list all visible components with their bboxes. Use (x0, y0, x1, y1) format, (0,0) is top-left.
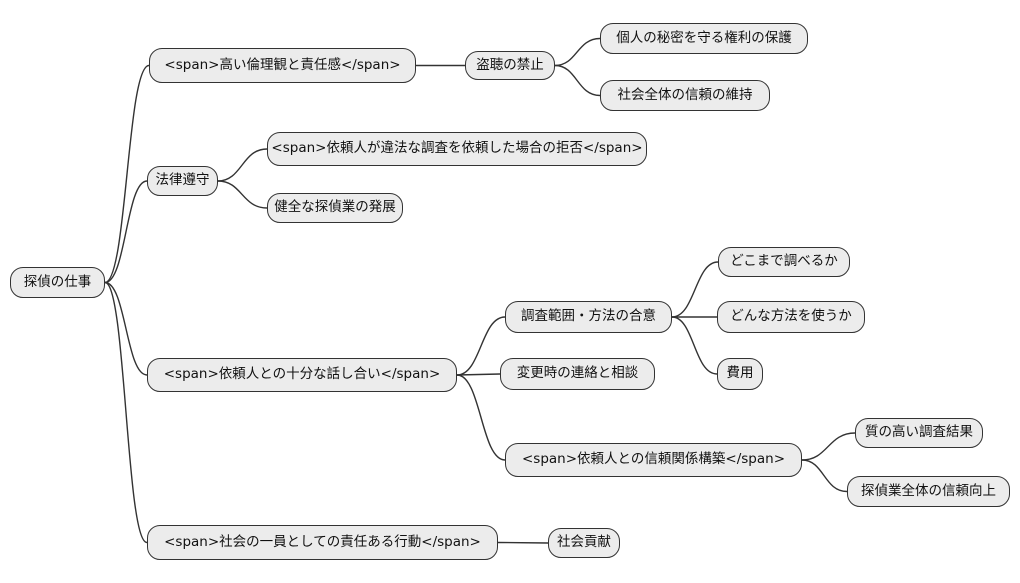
node-industry-trust: 探偵業全体の信頼向上 (847, 476, 1010, 507)
node-trust-building: <span>依頼人との信頼関係構築</span> (505, 443, 802, 477)
node-cost: 費用 (717, 358, 763, 390)
edge-wiretap-privacy (554, 37, 601, 67)
node-client-discussion: <span>依頼人との十分な話し合い</span> (147, 358, 457, 392)
node-privacy-rights: 個人の秘密を守る権利の保護 (600, 23, 808, 54)
node-social-contribution: 社会貢献 (548, 528, 620, 558)
edge-discussion-change (456, 373, 501, 376)
node-what-methods: どんな方法を使うか (717, 301, 865, 333)
node-change-consultation: 変更時の連絡と相談 (500, 358, 655, 390)
node-responsible-action: <span>社会の一員としての責任ある行動</span> (147, 525, 498, 560)
node-quality-results: 質の高い調査結果 (855, 418, 983, 448)
edge-discussion-trust-building (456, 374, 506, 461)
edge-trust-building-quality (801, 432, 856, 461)
node-ethics-responsibility: <span>高い倫理観と責任感</span> (149, 48, 416, 83)
edge-scope-how-far (671, 261, 719, 318)
edge-root-discussion (104, 281, 148, 376)
node-wiretap-ban: 盗聴の禁止 (465, 51, 555, 80)
node-illegal-request-refusal: <span>依頼人が違法な調査を依頼した場合の拒否</span> (267, 132, 647, 166)
edge-root-ethics (104, 64, 150, 284)
node-law-compliance: 法律遵守 (147, 166, 218, 196)
node-root: 探偵の仕事 (10, 267, 105, 298)
edge-root-law (104, 180, 148, 284)
edge-law-healthy-industry (217, 180, 268, 209)
edge-root-responsible-action (104, 281, 148, 544)
edge-law-refusal (217, 148, 268, 182)
edge-scope-cost (671, 316, 718, 375)
node-healthy-industry: 健全な探偵業の発展 (267, 193, 403, 223)
edge-wiretap-social-trust (554, 64, 601, 97)
edge-trust-building-industry-trust (801, 459, 848, 493)
node-social-trust: 社会全体の信頼の維持 (600, 80, 770, 111)
edge-discussion-scope (456, 316, 506, 376)
edge-responsible-action-contribution (497, 541, 549, 544)
node-scope-agreement: 調査範囲・方法の合意 (505, 301, 672, 333)
node-how-far: どこまで調べるか (718, 247, 850, 277)
